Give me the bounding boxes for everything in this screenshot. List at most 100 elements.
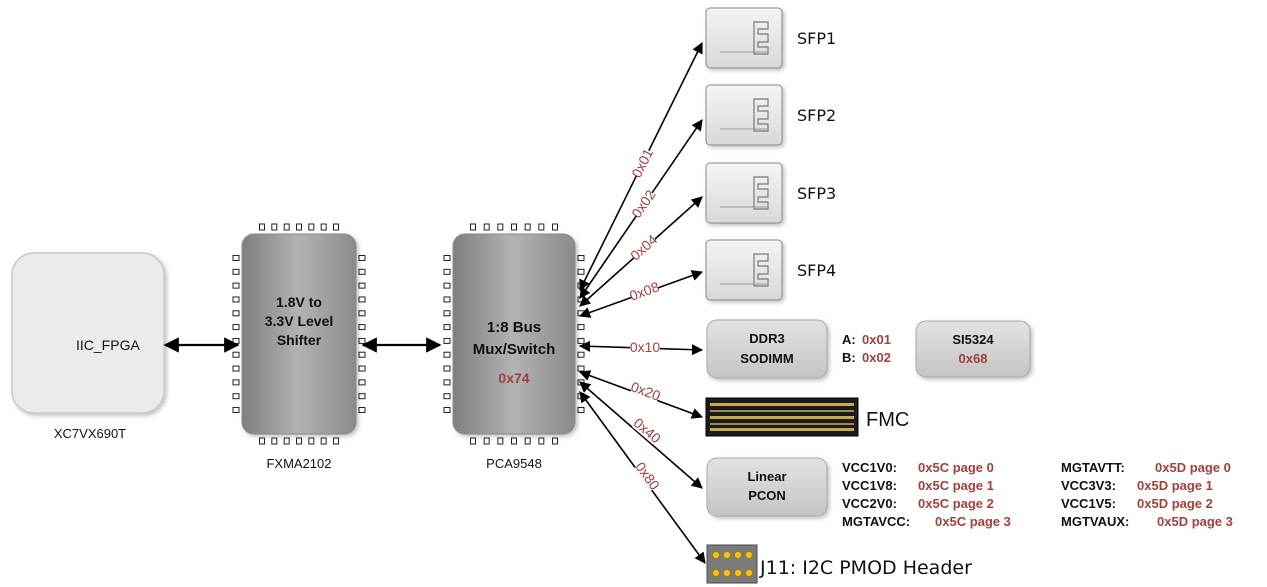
pcon-right-val-1: 0x5D page 1	[1137, 478, 1213, 493]
sfp2-label: SFP2	[797, 106, 836, 125]
mux-line1: 1:8 Bus	[487, 319, 541, 336]
pmod-label: J11: I2C PMOD Header	[759, 557, 972, 579]
pcon-right-key-1: VCC3V3:	[1061, 478, 1116, 493]
pcon-block: Linear PCON	[706, 457, 828, 517]
chip-pin	[232, 337, 240, 344]
chip-pin	[552, 223, 558, 231]
ddr3-a-val: 0x01	[862, 332, 891, 347]
chip-pin	[577, 324, 585, 331]
chip-pin	[259, 437, 265, 445]
chip-pin	[283, 223, 290, 231]
chip-pin	[577, 365, 585, 372]
chip-pin	[552, 437, 558, 445]
sfp1-label: SFP1	[797, 29, 836, 48]
pcon-left-val-3: 0x5C page 3	[935, 514, 1011, 529]
chip-pin	[577, 268, 585, 275]
sfp3-cage	[705, 162, 783, 224]
chip-pin	[296, 223, 302, 231]
pcon-left-key-3: MGTAVCC:	[842, 514, 910, 529]
chip-pin	[443, 351, 451, 358]
chip-pin	[232, 407, 240, 413]
sfp3-label: SFP3	[797, 184, 836, 203]
channel-label-3: 0x08	[627, 278, 661, 303]
pcon-left-key-1: VCC1V8:	[842, 478, 897, 493]
chip-pin	[443, 393, 451, 400]
chip-pin	[358, 407, 366, 413]
chip-pin	[524, 223, 531, 231]
chip-pin	[483, 223, 490, 231]
sfp1-cage	[705, 7, 783, 69]
chip-pin	[232, 282, 240, 289]
chip-pin	[308, 437, 315, 445]
pcon-left-val-2: 0x5C page 2	[918, 496, 994, 511]
mux-line2: Mux/Switch	[473, 341, 556, 358]
chip-pin	[358, 296, 366, 303]
ddr3-line2: SODIMM	[740, 351, 793, 366]
pcon-left-val-1: 0x5C page 1	[918, 478, 994, 493]
chip-pin	[232, 296, 240, 303]
chip-pin	[232, 324, 240, 331]
level-shifter-chip: 1.8V to 3.3V Level Shifter FXMA2102	[232, 223, 366, 471]
sfp-group: SFP1 SFP2 SFP3 SFP4	[705, 7, 836, 301]
channel-label-0: 0x01	[628, 146, 656, 181]
shifter-line3: Shifter	[277, 332, 322, 348]
shifter-line1: 1.8V to	[276, 294, 322, 310]
fmc-label: FMC	[866, 409, 909, 431]
chip-pin	[232, 310, 240, 317]
pcon-left-key-0: VCC1V0:	[842, 460, 897, 475]
channel-label-6: 0x40	[631, 415, 665, 447]
chip-pin	[308, 223, 315, 231]
chip-pin	[538, 437, 545, 445]
chip-pin	[511, 437, 517, 445]
chip-pin	[497, 437, 504, 445]
chip-pin	[232, 379, 240, 386]
chip-pin	[470, 223, 476, 231]
shifter-line2: 3.3V Level	[265, 313, 334, 329]
chip-pin	[232, 255, 240, 261]
channel-label-2: 0x04	[627, 231, 660, 263]
mux-address: 0x74	[498, 370, 529, 386]
pcon-left-val-0: 0x5C page 0	[918, 460, 994, 475]
sfp4-label: SFP4	[797, 261, 836, 280]
chip-pin	[443, 365, 451, 372]
channel-labels: 0x01 0x02 0x04 0x08 0x10 0x20 0x40 0x80	[627, 146, 664, 493]
chip-pin	[333, 223, 339, 231]
channel-label-1: 0x02	[628, 187, 659, 221]
chip-pin	[358, 268, 366, 275]
shifter-part-label: FXMA2102	[266, 456, 331, 471]
shifter-pins	[232, 223, 366, 445]
chip-pin	[259, 223, 265, 231]
chip-pin	[232, 365, 240, 372]
pcon-right-val-0: 0x5D page 0	[1155, 460, 1231, 475]
chip-pin	[524, 437, 531, 445]
chip-pin	[443, 296, 451, 303]
chip-pin	[443, 282, 451, 289]
chip-pin	[358, 310, 366, 317]
pcon-right-key-3: MGTVAUX:	[1061, 514, 1129, 529]
fpga-port-label: IIC_FPGA	[76, 337, 140, 353]
chip-pin	[443, 310, 451, 317]
chip-pin	[577, 255, 585, 261]
ddr3-b-key: B:	[842, 350, 856, 365]
chip-pin	[333, 437, 339, 445]
chip-pin	[283, 437, 290, 445]
chip-pin	[320, 437, 327, 445]
ddr3-a-key: A:	[842, 332, 856, 347]
pcon-register-table: VCC1V0: 0x5C page 0 VCC1V8: 0x5C page 1 …	[842, 460, 1233, 529]
channel-label-7: 0x80	[632, 459, 663, 493]
pcon-left-key-2: VCC2V0:	[842, 496, 897, 511]
chip-pin	[296, 437, 302, 445]
chip-pin	[358, 365, 366, 372]
chip-pin	[232, 393, 240, 400]
chip-pin	[358, 393, 366, 400]
chip-pin	[358, 379, 366, 386]
chip-pin	[320, 223, 327, 231]
chip-pin	[358, 324, 366, 331]
ddr3-b-val: 0x02	[862, 350, 891, 365]
ddr3-block: DDR3 SODIMM	[706, 319, 828, 379]
chip-pin	[358, 255, 366, 261]
chip-pin	[358, 351, 366, 358]
chip-pin	[358, 282, 366, 289]
pcon-line1: Linear	[747, 469, 786, 484]
ddr3-line1: DDR3	[749, 331, 784, 346]
